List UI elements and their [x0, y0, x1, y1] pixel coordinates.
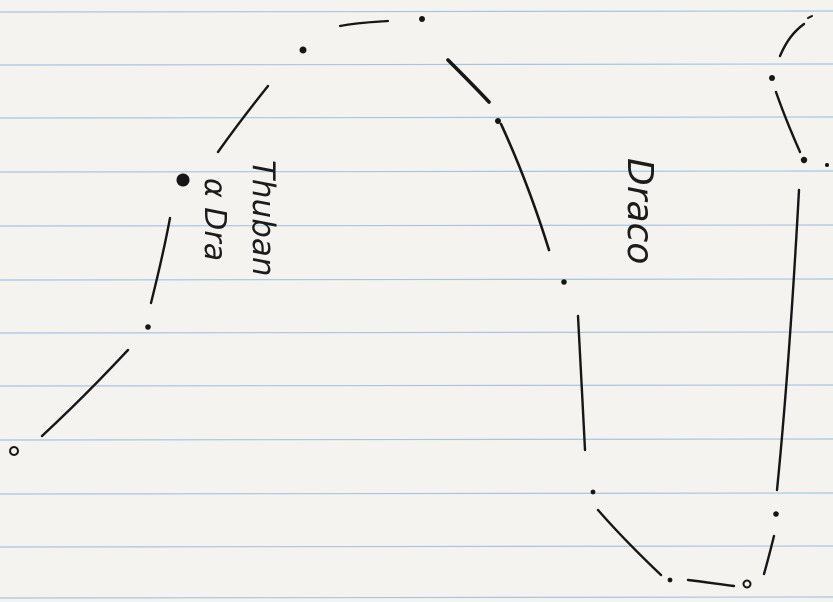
star-dot	[769, 75, 775, 81]
constellation-segment	[151, 218, 170, 303]
constellation-segment	[501, 124, 549, 250]
constellation-segment	[808, 16, 812, 18]
ruled-line	[0, 597, 833, 598]
constellation-segment	[777, 190, 799, 490]
constellation-segment	[218, 86, 268, 152]
constellation-segment	[578, 316, 585, 450]
ruled-line	[0, 11, 833, 12]
star-dot	[300, 47, 307, 54]
star-dot	[825, 163, 829, 167]
constellation-segment	[688, 580, 734, 586]
ruled-line	[0, 171, 833, 172]
ruled-line	[0, 117, 833, 118]
ruled-line	[0, 332, 833, 333]
star-dot	[801, 157, 807, 163]
ruled-line	[0, 64, 833, 65]
constellation-segment	[780, 24, 804, 56]
constellation-segment	[448, 60, 489, 102]
star-dot	[773, 511, 779, 517]
constellation-label: Draco	[619, 158, 660, 264]
star-dot	[495, 118, 501, 124]
star-designation-label: α Dra	[197, 178, 232, 261]
constellation-segment	[776, 92, 800, 152]
constellation-segment	[764, 536, 774, 574]
star-dot	[591, 490, 596, 495]
star-circle	[10, 447, 18, 455]
ruled-line	[0, 546, 833, 547]
ruled-line	[0, 439, 833, 440]
constellation-segment	[340, 21, 388, 26]
ruled-line	[0, 225, 833, 226]
star-dot	[145, 324, 151, 330]
star-dot	[561, 279, 567, 285]
ruled-lines	[0, 11, 833, 598]
ruled-line	[0, 493, 833, 494]
ruled-line	[0, 279, 833, 280]
open-stars	[10, 447, 751, 588]
star-circle	[744, 581, 751, 588]
constellation-segment	[42, 350, 128, 436]
ruled-line	[0, 385, 833, 386]
constellation-segment	[598, 510, 661, 575]
star-name-label: Thuban	[245, 160, 281, 277]
star-thuban	[177, 174, 190, 187]
constellation-lines	[42, 16, 812, 586]
star-dot	[419, 16, 425, 22]
star-dot	[668, 578, 673, 583]
